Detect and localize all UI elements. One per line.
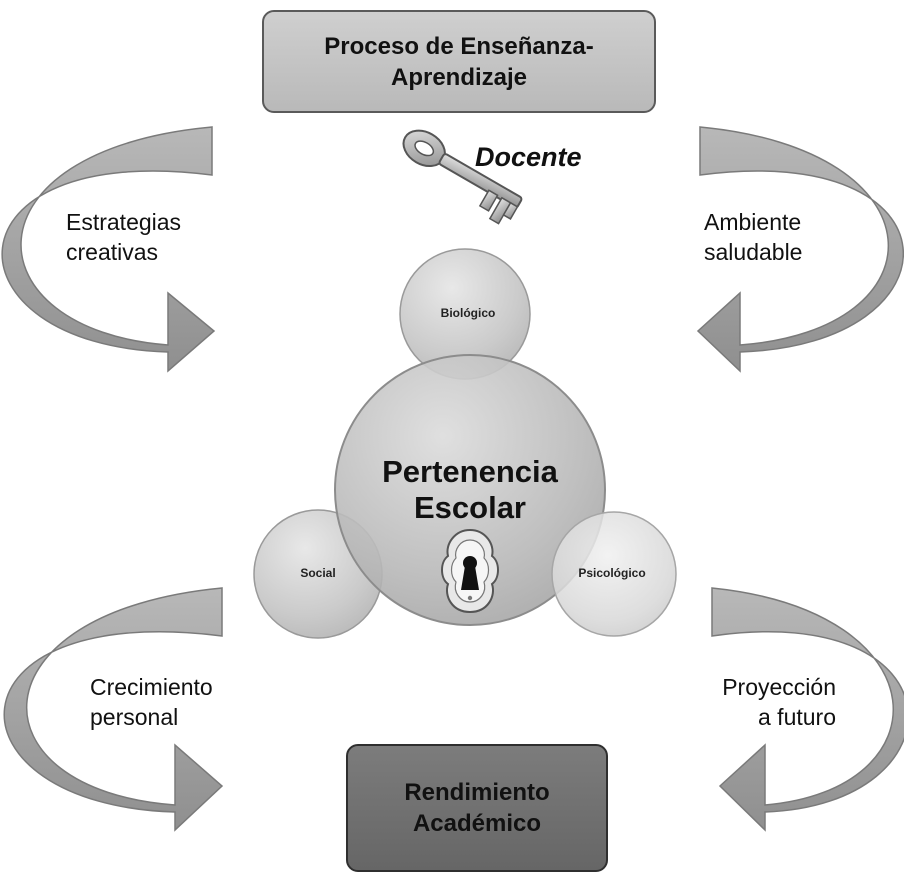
projection-label: Proyección a futuro <box>706 672 836 732</box>
performance-box-line1: Rendimiento <box>404 779 550 806</box>
strategies-label-line2: creativas <box>66 239 159 265</box>
key-icon <box>402 129 523 225</box>
curved-arrow-icon <box>696 126 904 373</box>
strategies-label: Estrategias creativas <box>66 207 181 267</box>
curved-arrow-icon <box>1 126 216 373</box>
projection-label-line1: Proyección <box>722 674 836 700</box>
performance-box-line2: Académico <box>412 810 542 837</box>
environment-label: Ambiente saludable <box>704 207 802 267</box>
social-label: Social <box>300 566 336 580</box>
environment-label-line1: Ambiente <box>704 209 802 235</box>
growth-label-line1: Crecimiento <box>90 674 213 700</box>
circle-psicologico <box>551 511 677 637</box>
teacher-label: Docente <box>475 142 582 172</box>
belonging-title-line2: Escolar <box>413 490 526 525</box>
biologico-label: Biológico <box>440 306 496 320</box>
belonging-title: Pertenencia Escolar <box>330 454 610 526</box>
process-box-line2: Aprendizaje <box>390 63 528 91</box>
psicologico-label: Psicológico <box>578 566 646 580</box>
keyhole-icon <box>441 528 499 614</box>
environment-label-line2: saludable <box>704 239 803 265</box>
projection-label-line2: a futuro <box>758 704 836 730</box>
curved-arrow-icon <box>3 587 224 832</box>
circle-pertenencia <box>334 354 606 626</box>
curved-arrow-icon <box>711 587 904 832</box>
process-box: Proceso de Enseñanza- Aprendizaje <box>262 10 656 113</box>
strategies-label-line1: Estrategias <box>66 209 182 235</box>
belonging-title-line1: Pertenencia <box>382 454 558 489</box>
performance-box: Rendimiento Académico <box>346 744 608 872</box>
growth-label-line2: personal <box>90 704 179 730</box>
process-box-line1: Proceso de Enseñanza- <box>324 32 594 60</box>
growth-label: Crecimiento personal <box>90 672 213 732</box>
